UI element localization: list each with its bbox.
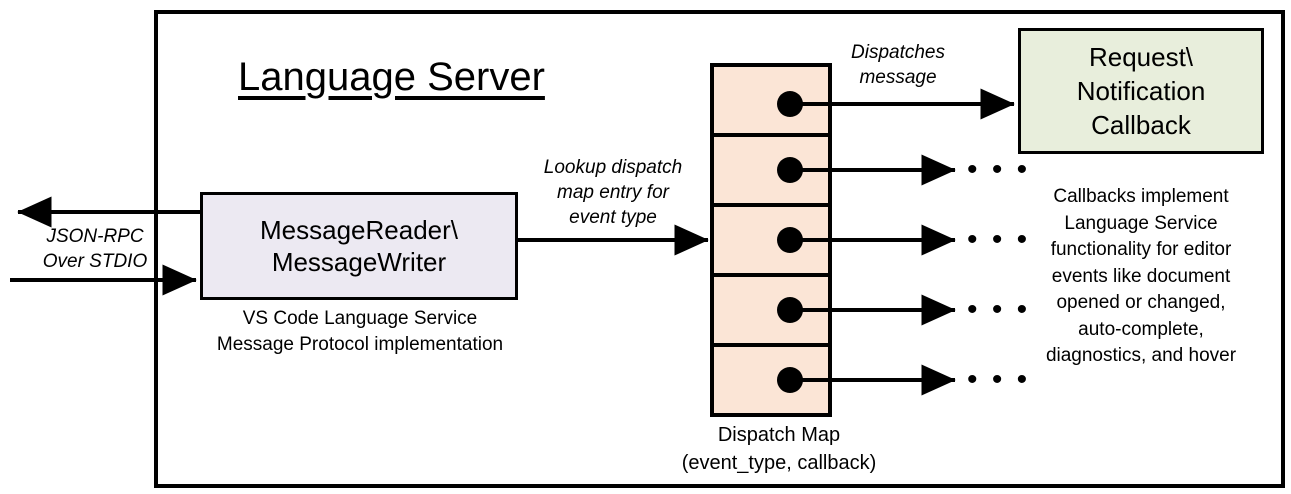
message-reader-caption: VS Code Language Service Message Protoco… [175, 306, 545, 358]
callback-caption-line-7: diagnostics, and hover [1045, 345, 1237, 366]
callback-caption-line-5: opened or changed, [1056, 292, 1226, 313]
callback-label-line-3: Callback [1091, 110, 1191, 140]
label-dispatches-message: Dispatches message [832, 40, 964, 90]
label-lookup-line-1: Lookup dispatch [543, 157, 683, 178]
message-reader-writer-box[interactable]: MessageReader\ MessageWriter [200, 192, 518, 300]
dispatch-map-caption-line-1: Dispatch Map [717, 424, 841, 446]
callback-label-line-1: Request\ [1088, 42, 1194, 72]
dispatch-map-row-1[interactable] [710, 63, 832, 137]
label-jsonrpc-line-1: JSON-RPC [46, 226, 144, 247]
dispatch-map-caption: Dispatch Map (event_type, callback) [640, 421, 918, 477]
callback-caption-line-3: functionality for editor [1050, 239, 1232, 260]
callback-caption: Callbacks implement Language Service fun… [1004, 184, 1278, 370]
label-lookup-dispatch-map: Lookup dispatch map entry for event type [518, 155, 708, 230]
callback-caption-line-2: Language Service [1064, 212, 1218, 234]
callback-caption-line-1: Callbacks implement [1053, 186, 1229, 207]
ellipsis-dispatch-4: • • • [967, 293, 1031, 326]
message-reader-label: MessageReader\ [260, 215, 458, 245]
label-lookup-line-2: map entry for [557, 182, 669, 203]
request-notification-callback-box[interactable]: Request\ Notification Callback [1018, 28, 1264, 154]
callback-label-line-2: Notification [1076, 76, 1206, 106]
message-writer-label: MessageWriter [271, 247, 447, 277]
label-dispatches-line-2: message [859, 67, 937, 88]
language-server-boundary [154, 10, 1285, 488]
ellipsis-dispatch-5: • • • [967, 363, 1031, 396]
label-jsonrpc-line-2: Over STDIO [42, 251, 148, 272]
dispatch-map-caption-line-2: (event_type, callback) [681, 452, 877, 474]
page-title: Language Server [238, 55, 545, 99]
callback-caption-line-6: auto-complete, [1078, 318, 1204, 340]
message-reader-caption-line-1: VS Code Language Service [242, 308, 478, 329]
callback-caption-line-4: events like document [1051, 265, 1231, 287]
label-lookup-line-3: event type [569, 207, 657, 228]
label-dispatches-line-1: Dispatches [851, 42, 945, 63]
ellipsis-dispatch-2: • • • [967, 153, 1031, 186]
message-reader-caption-line-2: Message Protocol implementation [216, 334, 504, 355]
label-jsonrpc-over-stdio: JSON-RPC Over STDIO [20, 224, 170, 274]
ellipsis-dispatch-3: • • • [967, 223, 1031, 256]
